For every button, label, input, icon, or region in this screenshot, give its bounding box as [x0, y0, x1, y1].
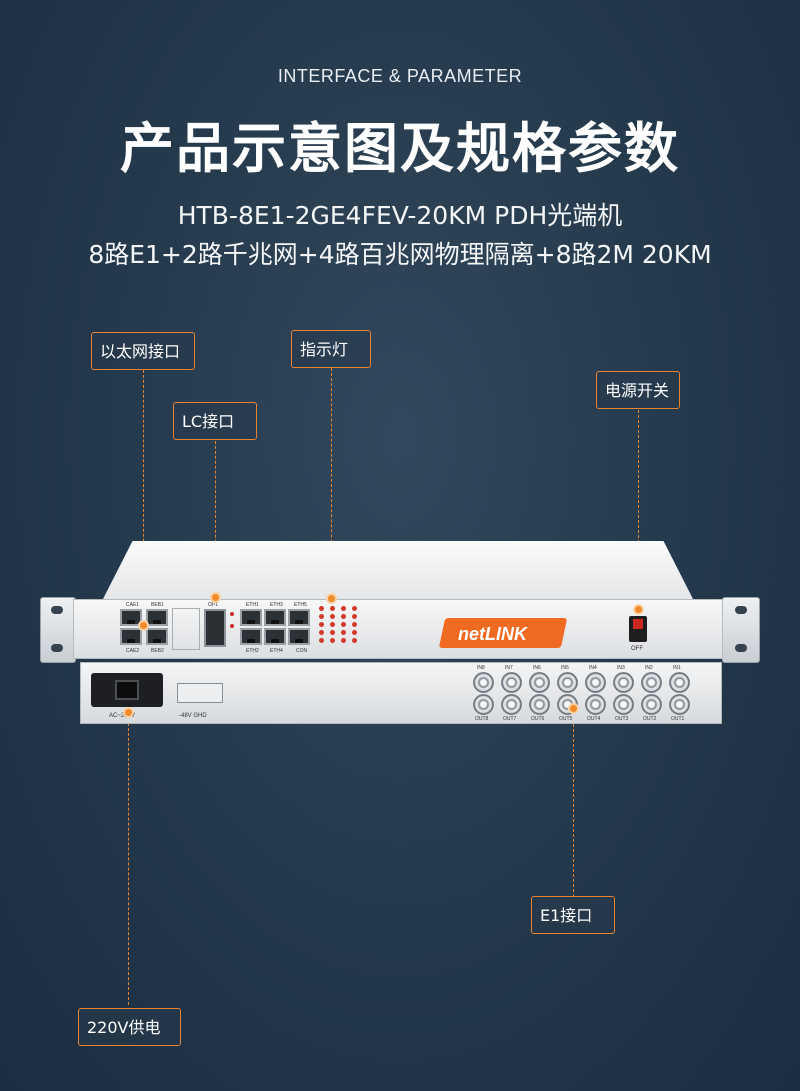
label-in1: IN1: [673, 665, 681, 671]
bnc-in3[interactable]: [613, 672, 634, 693]
device-rear-panel: AC~220V -48V GHD IN8 IN7 IN6 IN5 IN4 IN3…: [80, 662, 722, 724]
port-cae2[interactable]: [120, 628, 142, 645]
leader-power-switch: [638, 410, 639, 608]
marker-e1: [568, 703, 579, 714]
label-out5: OUT5: [559, 716, 573, 722]
power-switch[interactable]: [629, 616, 647, 642]
callout-ethernet: 以太网接口: [91, 332, 195, 370]
marker-indicator: [326, 593, 337, 604]
rack-ear-right: [722, 597, 760, 663]
bnc-out4[interactable]: [585, 694, 606, 715]
label-in4: IN4: [589, 665, 597, 671]
device-front-panel: CAE1 BEB1 CAE2 BEB2 OP1 ETH1 ETH3 ETH5 E…: [73, 599, 723, 659]
label-eth1: ETH1: [246, 602, 259, 608]
label-out2: OUT2: [643, 716, 657, 722]
callout-power-switch: 电源开关: [596, 371, 680, 409]
bnc-in6[interactable]: [529, 672, 550, 693]
port-beb1[interactable]: [146, 609, 168, 626]
marker-lc: [210, 592, 221, 603]
leader-lc: [215, 441, 216, 597]
bnc-out1[interactable]: [669, 694, 690, 715]
bnc-in8[interactable]: [473, 672, 494, 693]
label-eth3: ETH3: [270, 602, 283, 608]
port-eth1[interactable]: [240, 609, 262, 626]
device-top-unit: CAE1 BEB1 CAE2 BEB2 OP1 ETH1 ETH3 ETH5 E…: [73, 541, 723, 661]
brand-name: netLINK: [458, 624, 527, 644]
bnc-in1[interactable]: [669, 672, 690, 693]
device-lid: [103, 541, 693, 599]
leader-ethernet: [143, 370, 144, 626]
port-eth2[interactable]: [240, 628, 262, 645]
port-eth3[interactable]: [264, 609, 286, 626]
label-out4: OUT4: [587, 716, 601, 722]
label-in3: IN3: [617, 665, 625, 671]
label-in8: IN8: [477, 665, 485, 671]
label-cae1: CAE1: [126, 602, 140, 608]
model-description: 8路E1+2路千兆网+4路百兆网物理隔离+8路2M 20KM: [88, 240, 712, 269]
callout-e1: E1接口: [531, 896, 615, 934]
label-out8: OUT8: [475, 716, 489, 722]
port-eth5[interactable]: [288, 609, 310, 626]
leader-power: [128, 713, 129, 1005]
marker-power: [123, 707, 134, 718]
label-eth5: ETH5: [294, 602, 307, 608]
label-eth4: ETH4: [270, 648, 283, 654]
sfp-lc-port[interactable]: [204, 609, 226, 647]
sfp-led-2: [230, 624, 234, 628]
bnc-out6[interactable]: [529, 694, 550, 715]
bnc-out3[interactable]: [613, 694, 634, 715]
bnc-in7[interactable]: [501, 672, 522, 693]
marker-power-switch: [633, 604, 644, 615]
bnc-out8[interactable]: [473, 694, 494, 715]
label-beb2: BEB2: [151, 648, 164, 654]
blank-plate: [172, 608, 200, 650]
label-dc: -48V GHD: [179, 713, 207, 719]
label-beb1: BEB1: [151, 602, 164, 608]
subtitle-en: INTERFACE & PARAMETER: [277, 66, 523, 86]
label-eth2: ETH2: [246, 648, 259, 654]
bnc-out2[interactable]: [641, 694, 662, 715]
rack-ear-left: [40, 597, 76, 663]
port-con[interactable]: [288, 628, 310, 645]
label-con: CON: [296, 648, 308, 654]
callout-indicator: 指示灯: [291, 330, 371, 368]
leader-e1: [573, 709, 574, 897]
port-beb2[interactable]: [146, 628, 168, 645]
bnc-in5[interactable]: [557, 672, 578, 693]
bnc-in2[interactable]: [641, 672, 662, 693]
sfp-led-1: [230, 612, 234, 616]
marker-ethernet: [138, 620, 149, 631]
bnc-in4[interactable]: [585, 672, 606, 693]
label-switch-off: OFF: [631, 646, 643, 652]
port-cae1[interactable]: [120, 609, 142, 626]
model-name: HTB-8E1-2GE4FEV-20KM PDH光端机: [177, 201, 623, 230]
callout-lc: LC接口: [173, 402, 257, 440]
label-cae2: CAE2: [126, 648, 140, 654]
bnc-out7[interactable]: [501, 694, 522, 715]
ac-power-socket[interactable]: [91, 673, 163, 707]
label-in7: IN7: [505, 665, 513, 671]
callout-power: 220V供电: [78, 1008, 181, 1046]
label-in2: IN2: [645, 665, 653, 671]
leader-indicator: [331, 368, 332, 598]
label-out3: OUT3: [615, 716, 629, 722]
label-out7: OUT7: [503, 716, 517, 722]
dc-power-socket[interactable]: [177, 683, 223, 703]
label-out1: OUT1: [671, 716, 685, 722]
label-in6: IN6: [533, 665, 541, 671]
label-ac: AC~220V: [109, 713, 135, 719]
port-eth4[interactable]: [264, 628, 286, 645]
page-title: 产品示意图及规格参数: [120, 117, 680, 180]
label-out6: OUT6: [531, 716, 545, 722]
indicator-led-grid: [319, 606, 358, 643]
label-in5: IN5: [561, 665, 569, 671]
label-op1: OP1: [208, 602, 219, 608]
